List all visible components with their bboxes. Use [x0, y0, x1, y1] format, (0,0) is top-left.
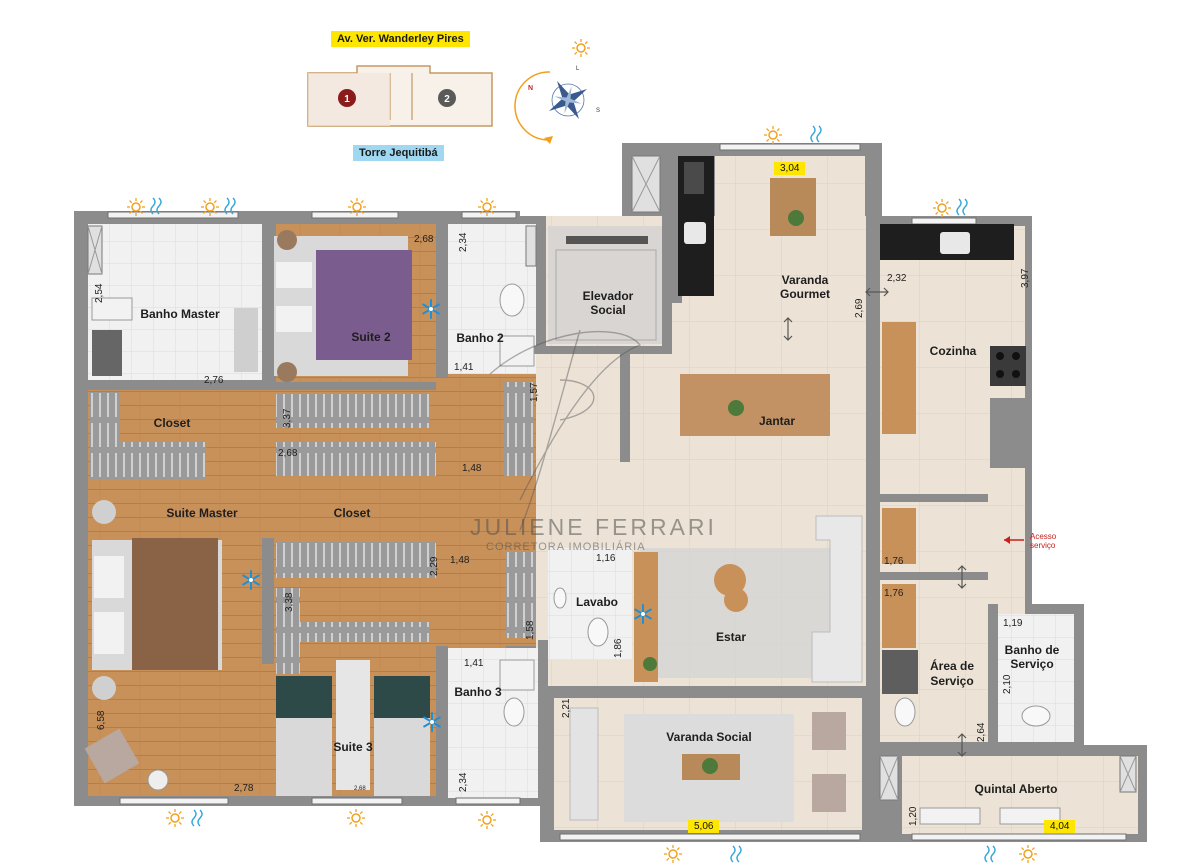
- sun-icon: [126, 197, 146, 217]
- room-label: Social: [590, 303, 625, 317]
- dimension-label: 2,29: [429, 556, 440, 576]
- dimension-label: 2,32: [887, 273, 907, 284]
- dimension-label: 2,64: [976, 722, 987, 742]
- quintal-width-label: 4,04: [1044, 820, 1076, 833]
- dimension-label: 3,37: [282, 408, 293, 428]
- dimension-labels: 2,68 2,34 2,54 2,76 1,41 1,57 3,37 2,68 …: [94, 232, 1031, 826]
- tower-name-tag: Torre Jequitibá: [353, 145, 444, 161]
- svg-text:1: 1: [344, 94, 350, 105]
- dimension-label: 2,34: [458, 772, 469, 792]
- unit-marker-2: [438, 89, 456, 107]
- room-label: Suite Master: [166, 506, 238, 520]
- room-label: Elevador: [583, 289, 634, 303]
- watermark-monogram-icon: [489, 329, 642, 531]
- room-label: Jantar: [759, 414, 795, 428]
- shafts: [87, 155, 1137, 801]
- furniture: [84, 178, 1061, 825]
- dimension-label: 1,41: [454, 362, 474, 373]
- dimension-label: 2,68: [414, 234, 434, 245]
- room-label: Cozinha: [930, 344, 977, 358]
- sun-icon: [477, 810, 497, 830]
- unit-marker-1: [338, 89, 356, 107]
- kitchen-counters: [678, 156, 1026, 694]
- dimension-label: 2,78: [234, 783, 254, 794]
- windows: [107, 143, 1127, 841]
- wind-icon: [810, 125, 822, 143]
- varanda-social-width-label: 5,06: [688, 820, 720, 833]
- sun-icon: [932, 198, 952, 218]
- dimension-label: 1,58: [525, 620, 536, 640]
- room-label: Varanda: [782, 273, 829, 287]
- sun-icon: [165, 808, 185, 828]
- dimension-label: 3,38: [284, 592, 295, 612]
- dimension-label: 2,54: [94, 283, 105, 303]
- room-label: Quintal Aberto: [975, 782, 1058, 796]
- circulation-arrows: [783, 287, 967, 757]
- dimension-label: 1,20: [908, 806, 919, 826]
- street-name-tag: Av. Ver. Wanderley Pires: [331, 31, 470, 47]
- room-label: Serviço: [1010, 657, 1053, 671]
- dimension-label: 2,68: [354, 786, 366, 792]
- room-label: Closet: [334, 506, 371, 520]
- svg-text:S: S: [596, 108, 600, 114]
- dimension-label: 1,16: [596, 553, 616, 564]
- wind-icon: [191, 809, 203, 827]
- sun-icon: [477, 197, 497, 217]
- room-label: Banho 3: [454, 685, 502, 699]
- dimension-label: 1,19: [1003, 618, 1023, 629]
- dimension-label: 6,58: [96, 710, 107, 730]
- sun-icon: [1018, 844, 1038, 864]
- dimension-label: 1,48: [450, 555, 470, 566]
- room-label: Varanda Social: [666, 730, 751, 744]
- watermark-brand: JULIENE FERRARI: [470, 514, 717, 540]
- acesso-servico-label: Acesso serviço: [1030, 532, 1057, 550]
- room-label: Suite 2: [351, 330, 391, 344]
- dimension-label: 1,76: [884, 588, 904, 599]
- dimension-label: 3,97: [1020, 268, 1031, 288]
- room-label: Closet: [154, 416, 191, 430]
- dimension-label: 2,76: [204, 375, 224, 386]
- room-label: Lavabo: [576, 595, 618, 609]
- room-label: Área de: [930, 658, 974, 673]
- dimension-label: 2,68: [278, 448, 298, 459]
- location-keyplan: 1 2: [307, 65, 493, 127]
- closets: [90, 382, 536, 674]
- acesso-servico-arrow-icon: [1004, 536, 1024, 544]
- room-label: Banho Master: [140, 307, 220, 321]
- varanda-gourmet-width-label: 3,04: [774, 162, 806, 175]
- dimension-label: 1,76: [884, 556, 904, 567]
- dimension-label: 2,10: [1002, 674, 1013, 694]
- sun-icon: [347, 197, 367, 217]
- svg-text:2: 2: [444, 94, 450, 105]
- room-label: Gourmet: [780, 287, 830, 301]
- wind-icon: [984, 845, 996, 863]
- room-label: Estar: [716, 630, 746, 644]
- wind-icon: [730, 845, 742, 863]
- room-label: Banho de: [1005, 643, 1060, 657]
- room-label: Serviço: [930, 674, 973, 688]
- room-labels: Banho Master Suite 2 Banho 2 Elevador So…: [140, 273, 1059, 796]
- sun-icon: [763, 125, 783, 145]
- dimension-label: 2,69: [854, 298, 865, 318]
- sun-icon: [663, 844, 683, 864]
- sun-icon: [346, 808, 366, 828]
- wind-icon: [956, 198, 968, 216]
- dimension-label: 2,21: [561, 698, 572, 718]
- svg-text:L: L: [576, 66, 580, 72]
- dimension-label: 2,34: [458, 232, 469, 252]
- svg-text:N: N: [528, 85, 533, 92]
- dimension-label: 1,41: [464, 658, 484, 669]
- dimension-label: 1,48: [462, 463, 482, 474]
- room-label: Suite 3: [333, 740, 373, 754]
- sun-icon: [200, 197, 220, 217]
- dimension-label: 1,57: [529, 382, 540, 402]
- watermark-subtitle: CORRETORA IMOBILIÁRIA: [486, 541, 646, 553]
- compass-rose-icon: N L S: [514, 66, 600, 144]
- sun-icon: [571, 38, 591, 58]
- dimension-label: 1,86: [613, 638, 624, 658]
- room-label: Banho 2: [456, 331, 504, 345]
